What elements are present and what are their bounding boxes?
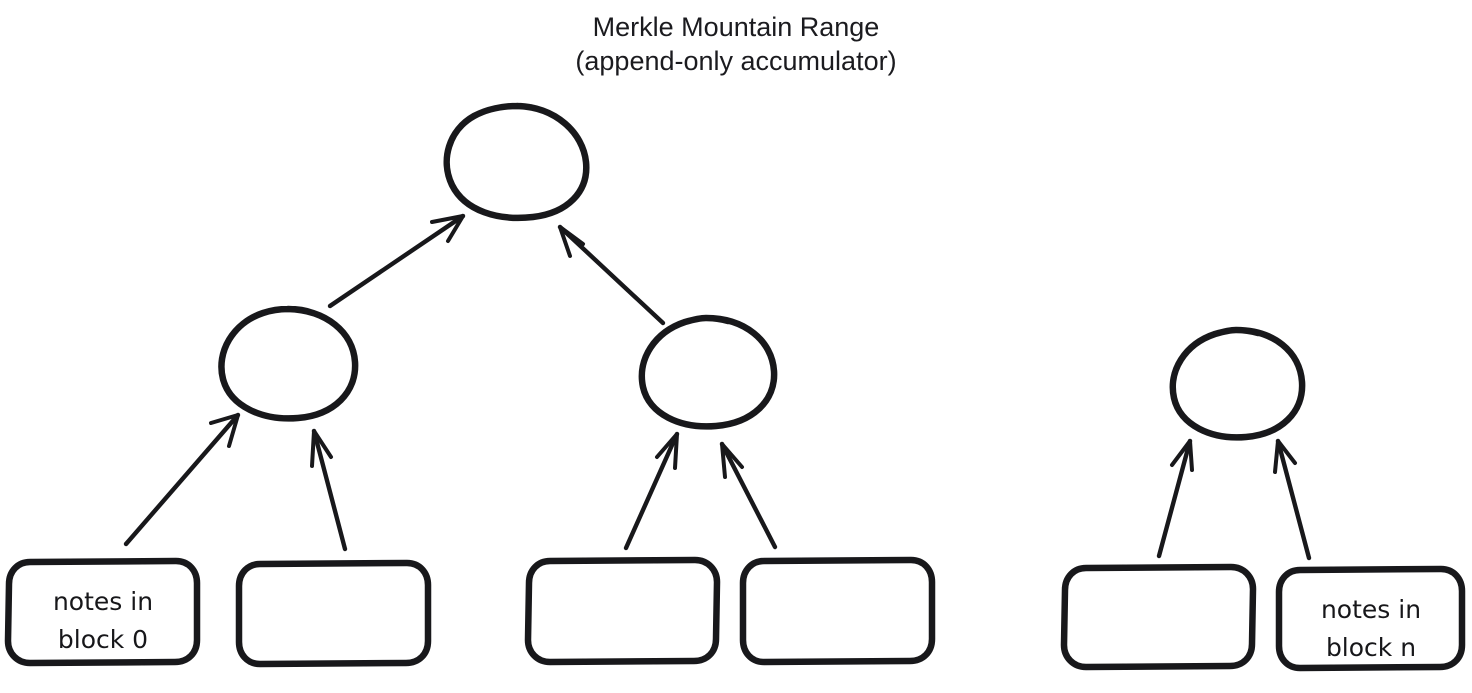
edge-leaf-4-to-peak-right [1156, 438, 1194, 559]
edge-leaf-1-to-internal-left [310, 428, 348, 552]
leaf-box-1[interactable] [235, 559, 432, 668]
edge-leaf-2-to-internal-right [623, 431, 680, 551]
edge-leaf-0-to-internal-left [123, 412, 241, 547]
edge-internal-right-to-root [557, 224, 666, 326]
leaf-box-0[interactable] [4, 557, 201, 667]
node-peak-right[interactable] [1169, 326, 1306, 441]
leaf-box-5[interactable] [1275, 565, 1466, 672]
node-internal-left[interactable] [218, 305, 359, 422]
leaf-box-2[interactable] [524, 556, 721, 666]
node-root[interactable] [443, 102, 590, 222]
edge-leaf-5-to-peak-right [1273, 438, 1312, 561]
edge-internal-left-to-root [327, 213, 466, 309]
leaf-box-3[interactable] [739, 556, 936, 666]
node-internal-right[interactable] [638, 314, 778, 430]
leaf-box-4[interactable] [1060, 563, 1257, 671]
edge-leaf-3-to-internal-right [719, 441, 778, 550]
